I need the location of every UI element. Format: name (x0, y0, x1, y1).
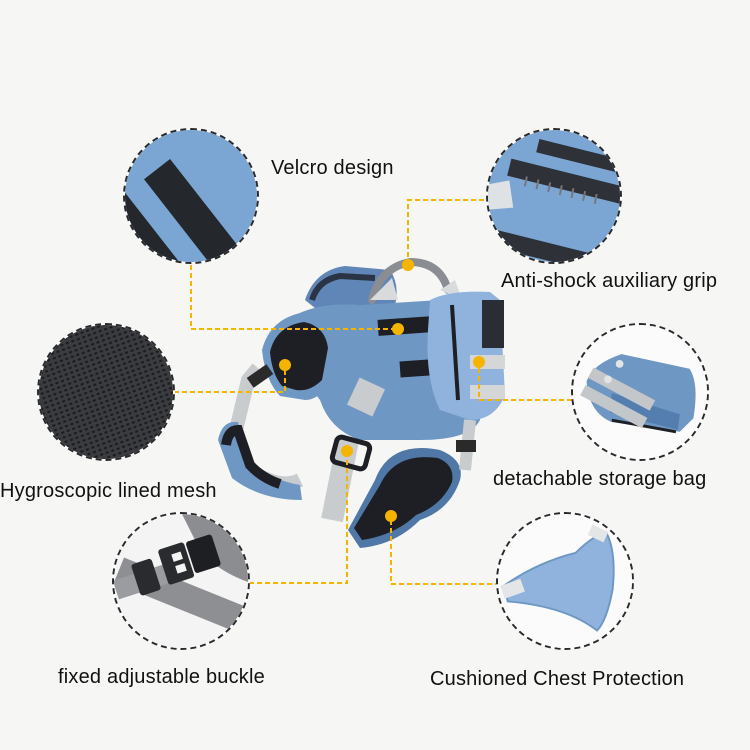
callout-mesh (37, 323, 175, 461)
mesh-fabric-detail-icon (39, 325, 173, 459)
label-velcro: Velcro design (271, 157, 394, 179)
label-mesh: Hygroscopic lined mesh (0, 480, 217, 502)
callout-grip (486, 128, 622, 264)
label-storage-bag: detachable storage bag (493, 468, 707, 490)
label-grip: Anti-shock auxiliary grip (501, 270, 718, 292)
padded-handle-detail-icon (488, 130, 620, 262)
velcro-strips-detail-icon (125, 130, 257, 262)
label-buckle: fixed adjustable buckle (58, 666, 265, 688)
label-chest-pad: Cushioned Chest Protection (430, 668, 685, 690)
callout-velcro (123, 128, 259, 264)
chest-pad-detail-icon (498, 514, 632, 648)
buckle-detail-icon (114, 514, 248, 648)
callout-storage-bag (571, 323, 709, 461)
storage-pouch-detail-icon (573, 325, 707, 459)
callout-buckle (112, 512, 250, 650)
callout-chest-pad (496, 512, 634, 650)
